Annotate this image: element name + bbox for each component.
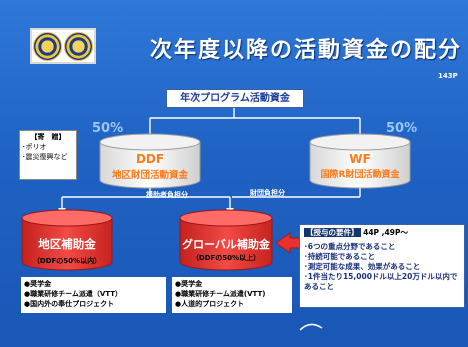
global-grant-cylinder bbox=[179, 209, 273, 271]
global-grant-sublabel: （DDFの50%以上） bbox=[191, 254, 261, 262]
slide-title: 次年度以降の活動資金の配分 bbox=[150, 38, 463, 63]
requirements-header: 【授与の要件】 44P ,49P～ bbox=[304, 228, 460, 238]
page-number: 143P bbox=[438, 72, 458, 80]
annual-program-fund-box: 年次プログラム活動資金 bbox=[166, 89, 304, 108]
list-item: ●人道的プロジェクト bbox=[175, 300, 245, 308]
global-grant-label: グローバル補助金 bbox=[182, 238, 270, 251]
donation-item: ･ポリオ bbox=[22, 143, 47, 151]
requirements-pages: 44P ,49P～ bbox=[363, 228, 408, 237]
donation-header: 【寄 贈】 bbox=[30, 133, 66, 141]
district-grant-list: ●奨学金 ●職業研修チーム派遣（VTT） ●国内外の奉仕プロジェクト bbox=[21, 277, 166, 313]
requirement-item: ･測定可能な成果、効果があること bbox=[304, 262, 421, 271]
wf-label: WF bbox=[349, 152, 371, 166]
top-connector bbox=[149, 107, 361, 136]
applicant-share-label: 援助者負担分 bbox=[146, 191, 188, 199]
list-item: ●国内外の奉仕プロジェクト bbox=[24, 300, 115, 308]
wf-sublabel: 国際R財団活動資金 bbox=[320, 170, 400, 180]
requirement-item: ･1件当たり15,000ドル以上20万ドル以内であること bbox=[304, 272, 458, 291]
district-grant-label: 地区補助金 bbox=[38, 237, 96, 251]
ddf-sublabel: 地区財団活動資金 bbox=[111, 170, 188, 181]
wf-cylinder bbox=[309, 133, 411, 189]
wf-percent: 50% bbox=[386, 121, 418, 136]
ddf-cylinder bbox=[99, 133, 201, 189]
requirements-title: 【授与の要件】 bbox=[304, 228, 361, 237]
arrow-left-icon bbox=[275, 232, 301, 254]
list-item: ●奨学金 bbox=[175, 280, 203, 288]
ddf-label: DDF bbox=[135, 152, 165, 166]
list-item: ●職業研修チーム派遣(VTT) bbox=[175, 290, 266, 298]
ddf-percent: 50% bbox=[92, 121, 124, 136]
requirement-item: ･6つの重点分野であること bbox=[304, 242, 396, 251]
donation-box: 【寄 贈】 ･ポリオ ･震災復興など bbox=[19, 130, 77, 180]
foundation-share-label: 財団負担分 bbox=[250, 189, 285, 197]
rotary-logos bbox=[30, 28, 96, 64]
list-item: ●奨学金 bbox=[24, 280, 52, 288]
requirement-item: ･持続可能であること bbox=[304, 252, 376, 261]
district-grant-sublabel: （DDFの50%以内） bbox=[32, 257, 102, 265]
list-item: ●職業研修チーム派遣（VTT） bbox=[24, 290, 123, 298]
donation-item: ･震災復興など bbox=[22, 153, 68, 161]
district-grant-cylinder bbox=[21, 209, 113, 271]
rotary-foundation-logo-icon bbox=[64, 31, 93, 61]
middle-connectors bbox=[61, 188, 361, 210]
ripple-decoration bbox=[299, 323, 323, 331]
award-requirements-box: 【授与の要件】 44P ,49P～ ･6つの重点分野であること ･持続可能である… bbox=[299, 224, 465, 308]
global-grant-list: ●奨学金 ●職業研修チーム派遣(VTT) ●人道的プロジェクト bbox=[172, 277, 292, 313]
rotary-logo-icon bbox=[33, 31, 62, 61]
